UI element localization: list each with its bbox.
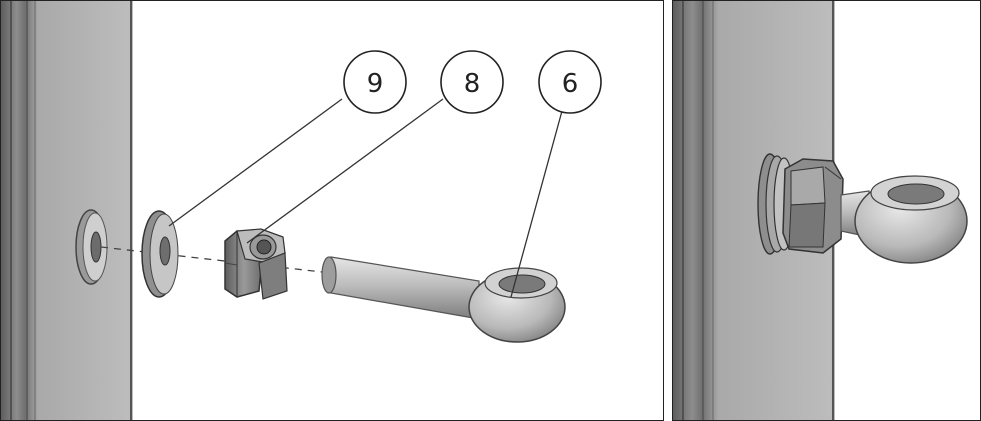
balloon-6: 6 bbox=[538, 50, 602, 114]
hex-nut-part-8 bbox=[224, 228, 288, 300]
post-washer bbox=[75, 209, 108, 285]
assembled-view-panel bbox=[672, 0, 981, 421]
leader-lines bbox=[168, 98, 563, 298]
leader-line-8 bbox=[246, 98, 444, 244]
balloon-9-label: 9 bbox=[367, 69, 384, 99]
assembly-axis bbox=[100, 246, 332, 274]
washer-part-9 bbox=[141, 210, 179, 298]
post-body bbox=[1, 1, 133, 420]
balloon-8: 8 bbox=[440, 50, 504, 114]
balloon-9: 9 bbox=[343, 50, 407, 114]
eye-bolt-part-6 bbox=[321, 256, 566, 343]
exploded-view-panel: 9 8 6 bbox=[0, 0, 664, 421]
assembled-hex-nut bbox=[782, 158, 844, 254]
assembled-view-drawing bbox=[673, 1, 968, 420]
leader-line-9 bbox=[168, 98, 343, 227]
balloon-8-label: 8 bbox=[464, 69, 481, 99]
leader-line-6 bbox=[510, 110, 563, 298]
assembled-eye-bolt bbox=[840, 175, 968, 264]
balloon-6-label: 6 bbox=[562, 69, 579, 99]
exploded-view-drawing: 9 8 6 bbox=[1, 1, 602, 420]
post bbox=[1, 1, 133, 420]
